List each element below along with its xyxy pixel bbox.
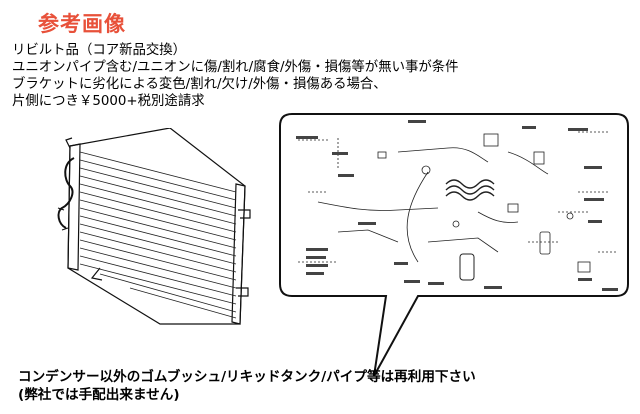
page-title: 参考画像 xyxy=(38,12,126,36)
footer-note: コンデンサー以外のゴムブッシュ/リキッドタンク/パイプ等は再利用下さい (弊社で… xyxy=(18,368,476,404)
footer-line: (弊社では手配出来ません) xyxy=(18,387,180,403)
description-block: リビルト品（コア新品交換） ユニオンパイプ含む/ユニオンに傷/割れ/腐食/外傷・… xyxy=(12,42,459,110)
description-line: ブラケットに劣化による変色/割れ/欠け/外傷・損傷ある場合、 xyxy=(12,77,387,92)
description-line: ユニオンパイプ含む/ユニオンに傷/割れ/腐食/外傷・損傷等が無い事が条件 xyxy=(12,60,459,75)
condenser-illustration xyxy=(57,128,251,325)
description-line: 片側につき￥5000+税別途請求 xyxy=(12,94,205,109)
description-line: リビルト品（コア新品交換） xyxy=(12,43,187,58)
footer-line: コンデンサー以外のゴムブッシュ/リキッドタンク/パイプ等は再利用下さい xyxy=(18,369,476,385)
parts-diagram-labels xyxy=(296,120,618,291)
parts-diagram xyxy=(298,131,618,281)
parts-diagram-bubble xyxy=(279,113,629,377)
